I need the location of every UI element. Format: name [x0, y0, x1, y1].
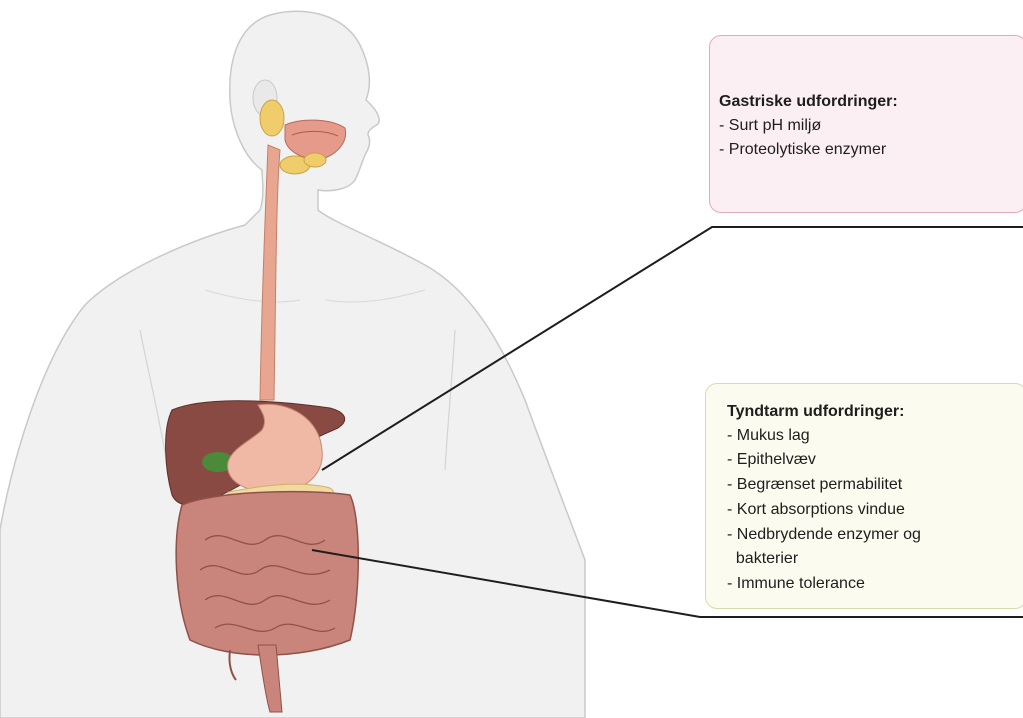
small-intestine-challenge-item: - Immune tolerance	[727, 575, 865, 593]
small-intestine-challenge-item: - Nedbrydende enzymer og	[727, 526, 921, 544]
small-intestine-challenges-title: Tyndtarm udfordringer:	[727, 403, 904, 421]
small-intestine-challenge-item: bakterier	[727, 550, 798, 568]
small-intestine-challenge-item: - Begrænset permabilitet	[727, 476, 902, 494]
small-intestine-challenge-item: - Mukus lag	[727, 427, 810, 445]
gastric-challenge-item: - Surt pH miljø	[719, 117, 821, 135]
small-intestine-challenge-item: - Kort absorptions vindue	[727, 501, 905, 519]
small-intestine-challenge-item: - Epithelvæv	[727, 451, 816, 469]
gastric-challenges-title: Gastriske udfordringer:	[719, 93, 898, 111]
gastric-challenge-item: - Proteolytiske enzymer	[719, 141, 886, 159]
